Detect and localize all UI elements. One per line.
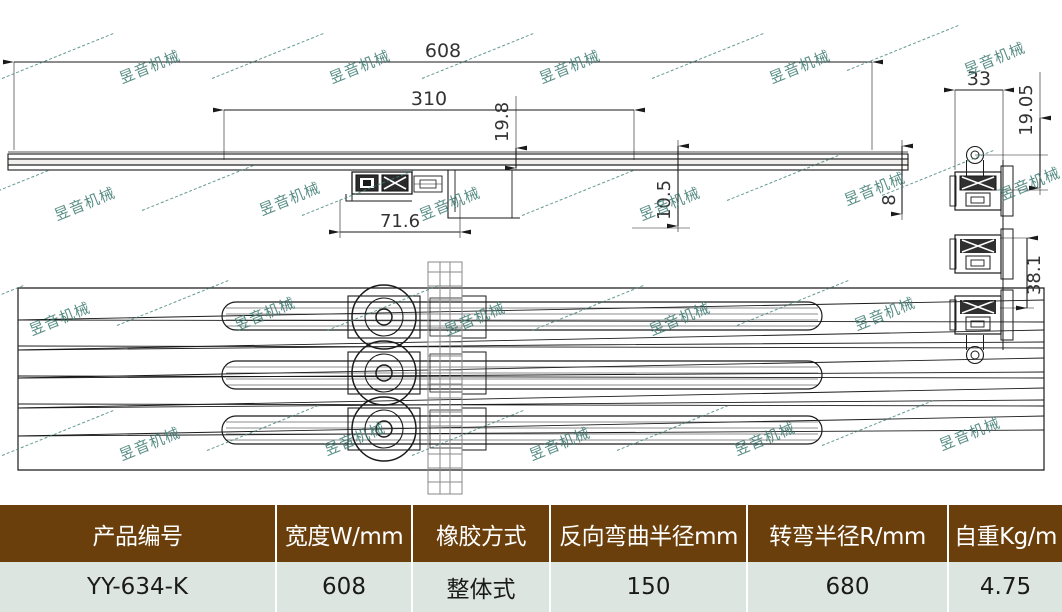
col-header-turn-radius: 转弯半径R/mm [747,505,949,562]
side-elevation-view [3,59,913,238]
col-header-width: 宽度W/mm [276,505,413,562]
carriage-bracket [345,171,413,202]
dim-label-19-8: 19.8 [492,102,513,142]
dimension-310 [213,107,645,160]
roller-bar-1 [221,301,823,331]
dimension-38-1 [1000,235,1038,311]
dimension-608 [3,59,883,150]
cell-product-code: YY-634-K [0,562,277,612]
plan-top-view [17,261,1045,495]
roller-link-3 [949,289,1014,341]
cell-rubber-type: 整体式 [412,562,551,612]
engineering-drawing: 608 310 71.6 19.8 10.5 8 33 19.05 38.1 [3,40,1051,495]
chain-strip [427,261,463,495]
dim-label-33: 33 [967,68,991,90]
hub-assembly-2 [347,340,487,406]
dimension-71-6 [329,200,471,238]
dim-label-310: 310 [411,88,447,110]
hub-assembly-1 [347,284,487,350]
col-header-reverse-bend-radius: 反向弯曲半径mm [550,505,748,562]
cell-reverse-bend-radius: 150 [550,562,748,612]
dim-label-8: 8 [879,194,900,205]
dimension-10-5 [632,140,690,232]
dimension-19-05 [975,72,1051,195]
roller-bar-2 [221,360,823,390]
dimension-33 [944,87,1014,170]
dim-label-38-1: 38.1 [1024,255,1045,295]
dim-label-608: 608 [425,40,461,62]
table-row: YY-634-K 608 整体式 150 680 4.75 [0,562,1062,612]
cell-turn-radius: 680 [747,562,949,612]
col-header-product-code: 产品编号 [0,505,277,562]
roller-bar-3 [221,415,823,445]
col-header-self-weight: 自重Kg/m [948,505,1062,562]
cell-width: 608 [276,562,413,612]
dim-label-19-05: 19.05 [1016,84,1037,136]
dim-label-10-5: 10.5 [654,180,675,220]
col-header-rubber-type: 橡胶方式 [412,505,551,562]
roller-link-2 [949,228,1014,280]
cell-self-weight: 4.75 [948,562,1062,612]
table-header-row: 产品编号 宽度W/mm 橡胶方式 反向弯曲半径mm 转弯半径R/mm 自重Kg/… [0,505,1062,562]
roller-link-1 [949,165,1014,217]
dim-label-71-6: 71.6 [380,211,420,232]
end-section-view [944,72,1051,365]
shaft-stub [413,175,443,193]
specification-table: 产品编号 宽度W/mm 橡胶方式 反向弯曲半径mm 转弯半径R/mm 自重Kg/… [0,505,1062,612]
